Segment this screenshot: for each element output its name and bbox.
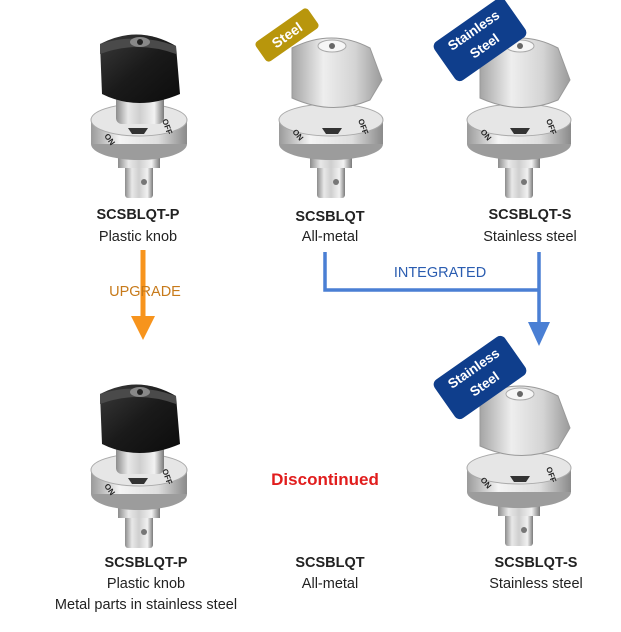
bottom-code-plastic: SCSBLQT-P bbox=[104, 555, 188, 571]
top-desc-plastic: Plastic knob bbox=[98, 229, 178, 245]
bottom-code-stainless: SCSBLQT-S bbox=[494, 555, 578, 571]
upgrade-arrow-icon bbox=[131, 250, 155, 340]
product-image-steel-top: ON OFF bbox=[270, 24, 410, 204]
integrated-arrow-icon bbox=[323, 252, 550, 346]
product-image-plastic-top: ON OFF bbox=[78, 24, 198, 204]
top-code-steel: SCSBLQT bbox=[295, 209, 365, 225]
metal-knob-icon bbox=[479, 385, 571, 456]
bottom-desc-plastic: Plastic knob bbox=[106, 576, 186, 592]
bottom-code-steel: SCSBLQT bbox=[295, 555, 365, 571]
bottom-desc-stainless: Stainless steel bbox=[489, 576, 583, 592]
metal-knob-icon bbox=[291, 37, 383, 108]
product-image-stainless-bottom: ON OFF bbox=[458, 372, 598, 552]
discontinued-label: Discontinued bbox=[271, 470, 379, 489]
plastic-knob-icon bbox=[100, 384, 180, 453]
top-desc-steel: All-metal bbox=[301, 229, 359, 245]
bottom-desc2-plastic: Metal parts in stainless steel bbox=[54, 597, 238, 613]
integrated-label: INTEGRATED bbox=[393, 265, 487, 281]
upgrade-label: UPGRADE bbox=[109, 284, 181, 300]
product-image-plastic-bottom: ON OFF bbox=[78, 374, 198, 554]
product-image-stainless-top: ON OFF bbox=[458, 24, 598, 204]
top-code-stainless: SCSBLQT-S bbox=[488, 207, 572, 223]
bottom-desc-steel: All-metal bbox=[301, 576, 359, 592]
plastic-knob-icon bbox=[100, 34, 180, 103]
top-code-plastic: SCSBLQT-P bbox=[96, 207, 180, 223]
top-desc-stainless: Stainless steel bbox=[483, 229, 577, 245]
